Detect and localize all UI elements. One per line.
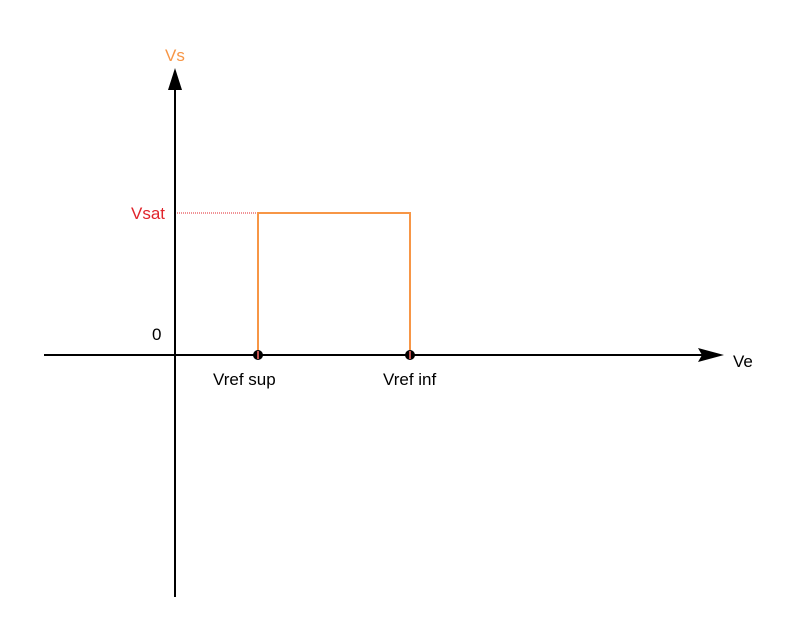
origin-label: 0 <box>152 325 162 344</box>
x-axis-arrowhead <box>698 348 724 362</box>
vref-sup-label: Vref sup <box>213 370 276 389</box>
vsat-label: Vsat <box>131 204 166 223</box>
threshold-marker-vref-inf <box>405 350 415 360</box>
threshold-marker-vref-sup <box>253 350 263 360</box>
vref-inf-label: Vref inf <box>383 370 437 389</box>
y-axis-label: Vs <box>165 46 185 65</box>
output-curve <box>257 212 411 355</box>
x-axis-label: Ve <box>733 352 753 371</box>
y-axis-arrowhead <box>168 68 182 90</box>
